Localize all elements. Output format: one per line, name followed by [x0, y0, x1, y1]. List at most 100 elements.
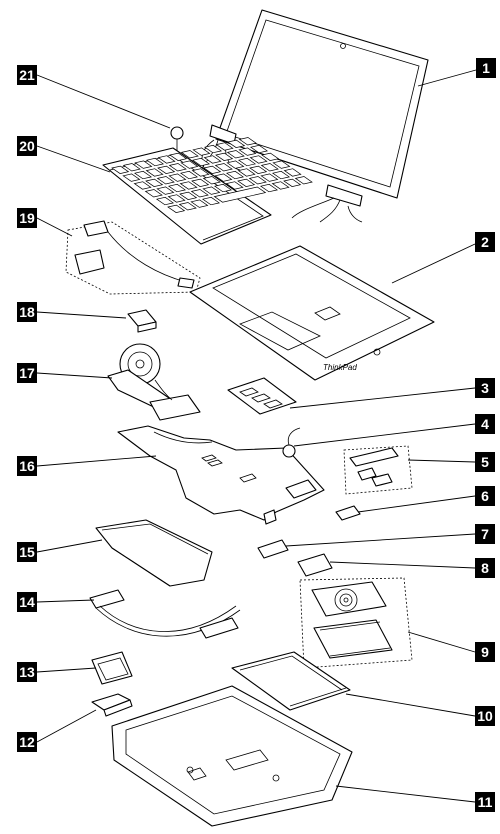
callout-20: 20: [17, 136, 37, 156]
keyboard-spacebar: [213, 186, 267, 203]
keyboard-bezel: ThinkPad: [189, 245, 435, 381]
removable-battery: [95, 519, 213, 587]
leader-4: [293, 423, 476, 447]
keyboard-key: [237, 168, 256, 177]
leader-7: [285, 533, 476, 547]
keyboard-key: [157, 165, 176, 174]
keyboard-key: [237, 157, 257, 167]
keyboard-key: [191, 178, 210, 187]
keyboard-key: [260, 163, 279, 172]
callout-17: 17: [17, 363, 37, 383]
memory-module: [227, 377, 297, 415]
leader-19: [36, 217, 73, 237]
leader-6: [357, 495, 476, 513]
leader-13: [36, 667, 97, 673]
keyboard-key: [226, 150, 245, 159]
keyboard-key: [202, 186, 221, 195]
keyboard-key: [168, 163, 187, 172]
keyboard-key: [203, 144, 223, 154]
callout-10: 10: [475, 706, 495, 726]
callout-16: 16: [17, 456, 37, 476]
leader-17: [36, 372, 113, 379]
keyboard-key: [238, 147, 257, 156]
system-board: [117, 425, 325, 525]
keyboard-key: [238, 137, 257, 146]
keyboard-key: [249, 165, 268, 174]
leader-16: [36, 455, 157, 467]
keyboard-key: [202, 176, 221, 185]
leader-11: [335, 785, 476, 803]
speaker-assembly: [89, 589, 241, 639]
callout-3: 3: [475, 378, 495, 398]
keyboard: [102, 137, 313, 245]
keyboard-key: [271, 181, 290, 190]
keyboard-key: [133, 170, 153, 180]
keyboard-key: [145, 168, 164, 177]
keyboard-key: [227, 139, 246, 148]
leader-21: [36, 74, 171, 129]
keyboard-key: [191, 168, 210, 177]
leader-3: [289, 387, 476, 409]
bezel-brand-text: ThinkPad: [323, 363, 357, 372]
leader-12: [36, 709, 97, 743]
keyboard-key: [226, 160, 245, 169]
keyboard-key: [111, 165, 130, 174]
keyboard-key: [190, 189, 209, 198]
callout-8: 8: [475, 558, 495, 578]
keyboard-key: [214, 163, 233, 172]
callout-7: 7: [475, 524, 495, 544]
coin-cell-battery: [282, 427, 301, 458]
keyboard-key: [179, 191, 198, 200]
keyboard-key: [201, 196, 221, 206]
keyboard-key: [192, 147, 211, 156]
keyboard-key: [157, 155, 176, 164]
keyboard-key: [168, 173, 187, 182]
keyboard-key: [248, 176, 267, 185]
internal-battery: [231, 651, 351, 711]
keyboard-key: [156, 176, 175, 185]
keyboard-key: [169, 152, 188, 161]
callout-9: 9: [475, 642, 495, 662]
leader-1: [417, 69, 477, 87]
storage-drive: [299, 577, 413, 669]
keyboard-key: [203, 155, 222, 164]
keyboard-key: [260, 173, 279, 182]
smart-card-reader: [91, 651, 133, 685]
keyboard-key: [249, 155, 268, 164]
keyboard-key: [145, 178, 164, 187]
leader-9: [407, 631, 476, 653]
keyboard-key: [180, 160, 199, 169]
callout-1: 1: [476, 58, 496, 78]
keyboard-key: [283, 178, 302, 187]
keyboard-key: [167, 194, 186, 203]
keyboard-key: [167, 204, 186, 213]
base-cover: [111, 685, 353, 827]
wireless-lan-card: [335, 505, 361, 521]
keyboard-key: [215, 152, 234, 161]
keyboard-key: [133, 181, 152, 190]
callout-14: 14: [17, 592, 37, 612]
keyboard-key: [134, 160, 153, 169]
bracket: [91, 693, 133, 717]
keyboard-key: [180, 150, 199, 159]
keyboard-key: [261, 152, 280, 161]
keyboard-key: [214, 173, 233, 182]
keyboard-key: [203, 165, 222, 174]
leader-15: [36, 539, 103, 553]
callout-11: 11: [475, 792, 495, 812]
keyboard-key: [122, 173, 141, 182]
cable-bracket-assembly: [65, 220, 201, 295]
leader-5: [407, 459, 476, 463]
keyboard-key: [271, 170, 291, 180]
thermal-fan-assembly: [107, 343, 201, 421]
keyboard-key: [283, 168, 302, 177]
keyboard-key: [191, 157, 211, 167]
keyboard-key: [225, 181, 244, 190]
leader-8: [329, 561, 476, 569]
keyboard-key: [167, 183, 187, 193]
keyboard-key: [145, 157, 165, 167]
callout-4: 4: [475, 414, 495, 434]
keyboard-key: [156, 186, 175, 195]
leader-2: [391, 243, 476, 284]
